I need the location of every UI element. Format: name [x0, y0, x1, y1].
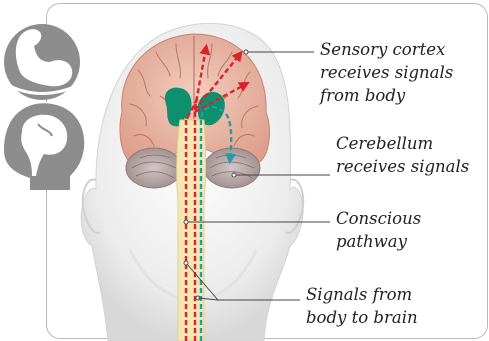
- label-line: Signals from: [306, 283, 418, 306]
- label-line: receives signals: [336, 155, 469, 178]
- label-line: receives signals: [320, 61, 453, 84]
- label-cerebellum: Cerebellum receives signals: [336, 132, 469, 178]
- label-sensory-cortex: Sensory cortex receives signals from bod…: [320, 38, 453, 107]
- label-signals-body-to-brain: Signals from body to brain: [306, 283, 418, 329]
- label-line: Cerebellum: [336, 132, 469, 155]
- label-line: Sensory cortex: [320, 38, 453, 61]
- label-line: body to brain: [306, 306, 418, 329]
- label-line: Conscious: [336, 207, 421, 230]
- label-line: from body: [320, 84, 453, 107]
- muscle-arm-icon: [4, 24, 80, 104]
- head-brain-icon: [4, 103, 84, 190]
- label-line: pathway: [336, 230, 421, 253]
- label-conscious-pathway: Conscious pathway: [336, 207, 421, 253]
